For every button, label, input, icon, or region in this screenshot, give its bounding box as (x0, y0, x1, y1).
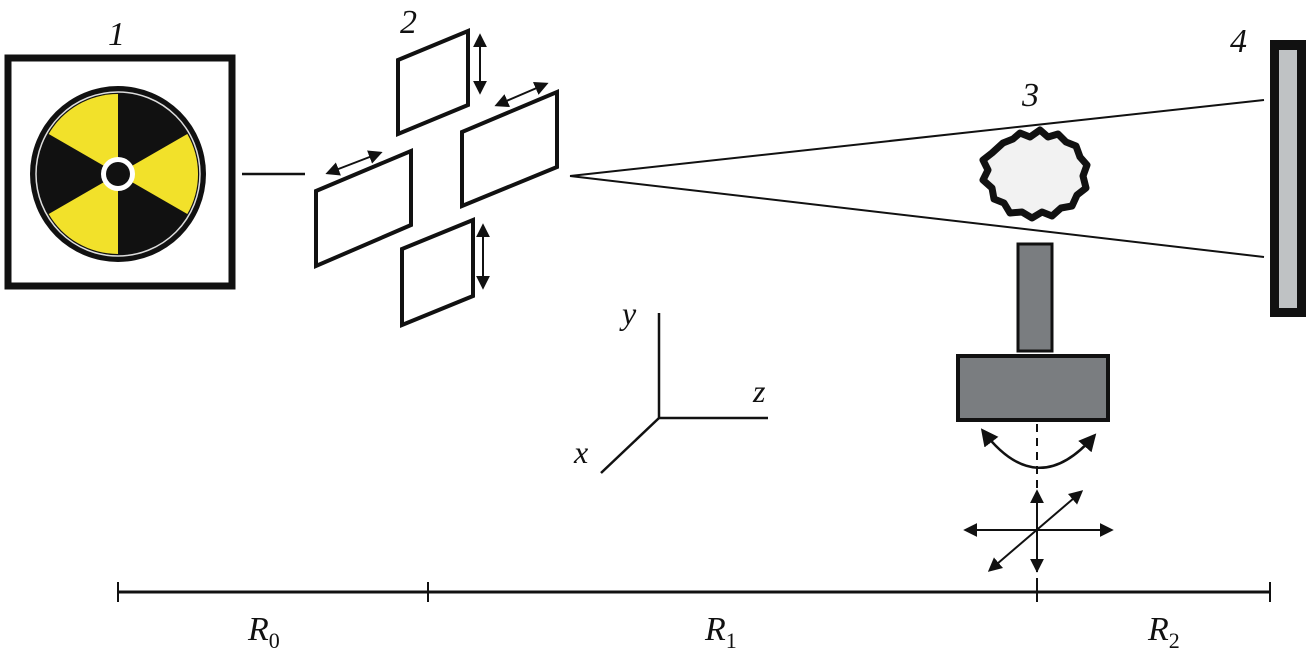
label-detector: 4 (1230, 23, 1247, 60)
slit-right (460, 88, 559, 209)
sample-stage (956, 242, 1114, 600)
slit-system (314, 28, 559, 328)
rotation-arrow (980, 428, 1097, 469)
axis-label-z: z (752, 373, 766, 409)
distance-label-r0: R0 (247, 611, 280, 653)
slit-top (396, 28, 470, 137)
axis-label-y: y (619, 295, 637, 331)
label-slits: 2 (400, 4, 417, 41)
svg-text:R1: R1 (704, 611, 737, 653)
svg-text:R0: R0 (247, 611, 280, 653)
svg-text:R2: R2 (1147, 611, 1180, 653)
radiation-icon (30, 86, 206, 262)
distance-label-r2: R2 (1147, 611, 1180, 653)
slit-motion-arrows (325, 33, 549, 290)
coordinate-axes (600, 313, 768, 474)
beam-cone (569, 99, 1265, 258)
detector: 4 (1230, 23, 1306, 317)
distance-scale (117, 582, 1271, 602)
stage-base (956, 354, 1110, 422)
label-source: 1 (108, 16, 125, 53)
radiation-source: 1 (4, 16, 236, 290)
axis-label-x: x (573, 434, 588, 470)
slit-left (314, 147, 413, 270)
stage-rod (1016, 242, 1054, 353)
slit-bottom (400, 217, 475, 328)
translation-arrows (963, 489, 1114, 573)
label-sample: 3 (1021, 77, 1039, 114)
sample: 3 (979, 77, 1091, 222)
distance-label-r1: R1 (704, 611, 737, 653)
